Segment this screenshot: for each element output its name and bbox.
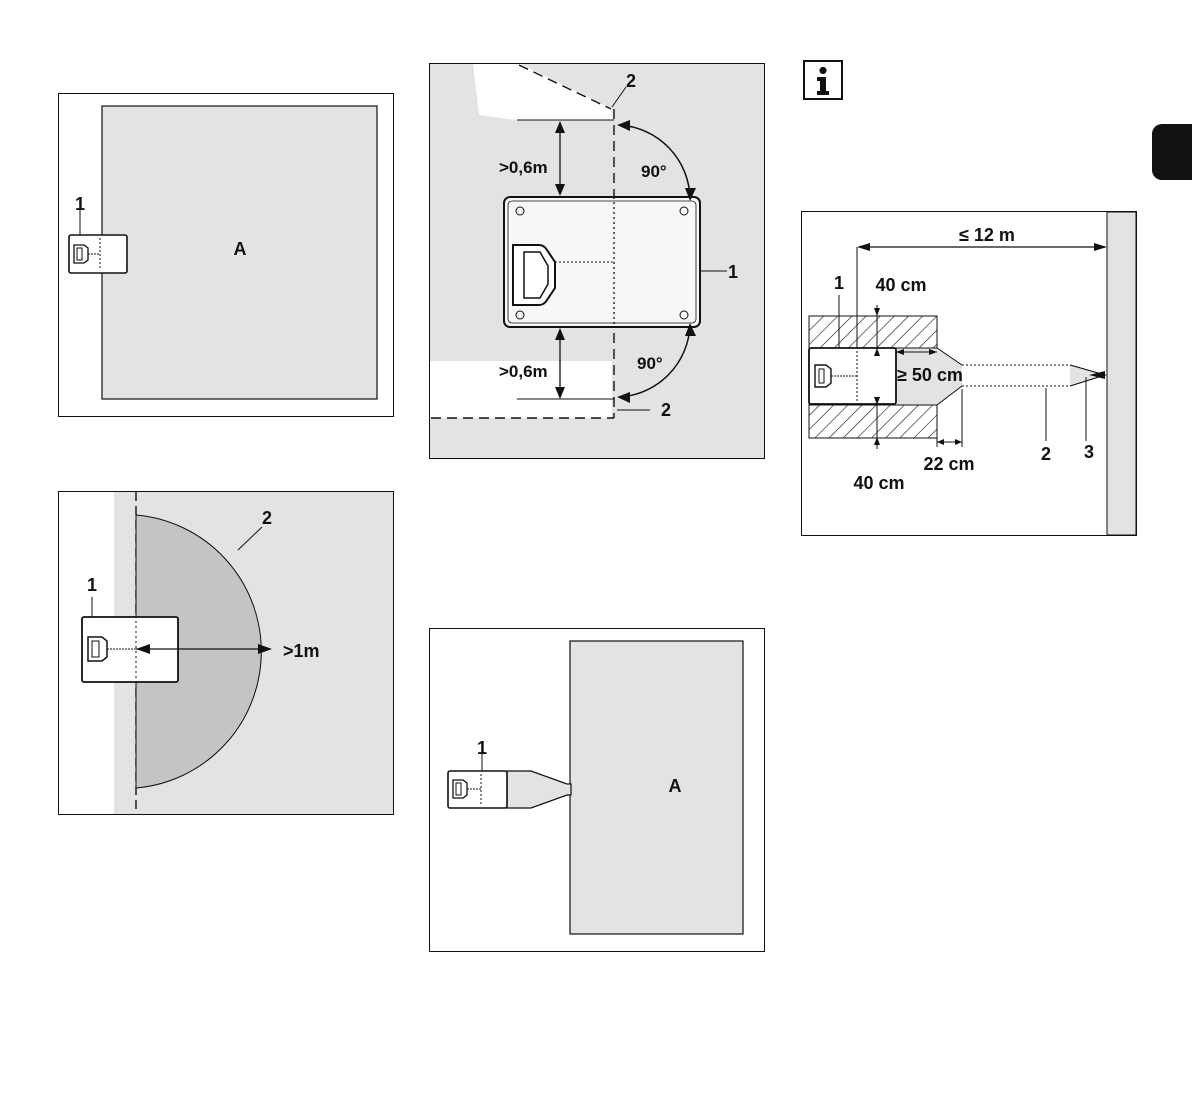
lawn-area xyxy=(570,641,743,934)
label-2-bottom: 2 xyxy=(661,400,671,420)
distance-top: >0,6m xyxy=(499,158,548,177)
label-3: 3 xyxy=(1084,442,1094,462)
label-area: A xyxy=(669,776,682,796)
label-1: 1 xyxy=(75,194,85,214)
distance-total: ≤ 12 m xyxy=(959,225,1015,245)
label-2: 2 xyxy=(1041,444,1051,464)
figure-free-area-in-front: 1 2 >1m xyxy=(58,491,394,815)
charging-station xyxy=(809,348,896,404)
charging-station xyxy=(69,235,127,273)
figure-station-niche-guide-wire: ≤ 12 m 1 40 cm 40 cm ≥ 50 cm 22 cm 2 3 xyxy=(801,211,1137,536)
angle-bottom: 90° xyxy=(637,354,663,373)
figure-station-with-corridor: 1 A xyxy=(429,628,765,952)
charging-station xyxy=(504,197,700,327)
label-1: 1 xyxy=(834,273,844,293)
label-1: 1 xyxy=(477,738,487,758)
angle-top: 90° xyxy=(641,162,667,181)
gap-front: ≥ 50 cm xyxy=(897,365,963,385)
figure-station-corner-clearance: 2 2 1 >0,6m >0,6m 90° 90° xyxy=(429,63,765,459)
label-area: A xyxy=(234,239,247,259)
distance-label: >1m xyxy=(283,641,320,661)
charging-station xyxy=(448,771,507,808)
label-1: 1 xyxy=(728,262,738,282)
figure-station-edge-of-lawn: 1 A xyxy=(58,93,394,417)
label-1: 1 xyxy=(87,575,97,595)
gap-top: 40 cm xyxy=(875,275,926,295)
label-2-top: 2 xyxy=(626,71,636,91)
distance-bottom: >0,6m xyxy=(499,362,548,381)
info-icon xyxy=(803,60,843,100)
chapter-tab xyxy=(1152,124,1192,180)
gap-bottom: 40 cm xyxy=(853,473,904,493)
taper-length: 22 cm xyxy=(923,454,974,474)
label-2: 2 xyxy=(262,508,272,528)
